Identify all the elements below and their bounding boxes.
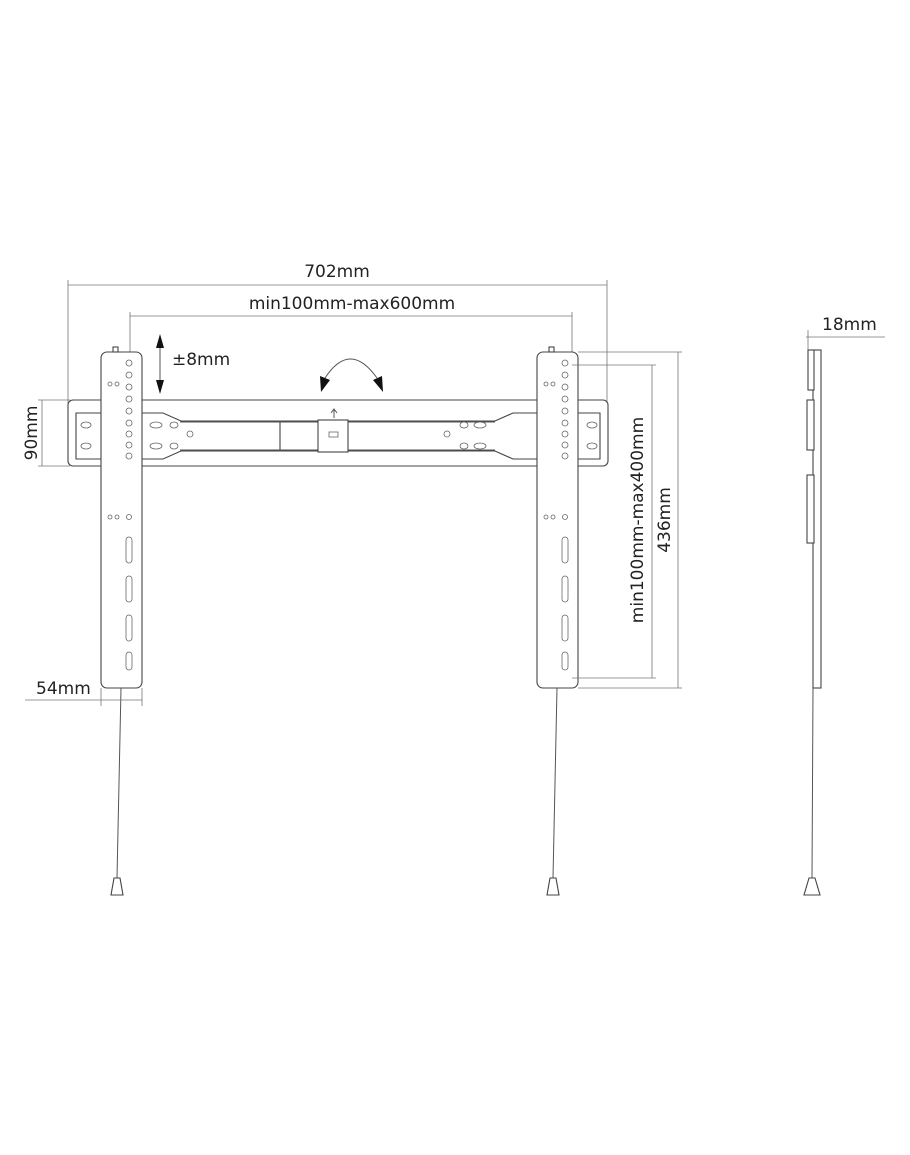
plate-height-label: 90mm bbox=[22, 406, 42, 461]
right-tv-arm bbox=[536, 346, 579, 896]
plate-height-dimension: 90mm bbox=[22, 399, 70, 467]
side-view: 18mm bbox=[803, 315, 885, 896]
arm-length-label: 436mm bbox=[655, 487, 675, 553]
wall-plate bbox=[67, 399, 609, 467]
arm-width-label: 54mm bbox=[36, 679, 91, 699]
vesa-horizontal-dimension: min100mm-max600mm bbox=[129, 294, 573, 370]
arm-width-dimension: 54mm bbox=[25, 679, 143, 706]
vesa-vertical-dimension: min100mm-max400mm bbox=[572, 364, 656, 679]
vesa-horizontal-label: min100mm-max600mm bbox=[249, 294, 455, 314]
arm-length-dimension: 436mm bbox=[578, 351, 682, 689]
height-adjust-indicator bbox=[156, 334, 164, 394]
left-tv-arm bbox=[100, 346, 143, 896]
height-adjust-label: ±8mm bbox=[172, 350, 231, 370]
vesa-vertical-label: min100mm-max400mm bbox=[628, 417, 648, 623]
overall-width-label: 702mm bbox=[304, 262, 370, 282]
tilt-rotation-arrow-icon bbox=[320, 358, 383, 392]
wall-distance-label: 18mm bbox=[822, 315, 877, 335]
plate-slots bbox=[80, 421, 598, 450]
overall-width-dimension: 702mm bbox=[67, 262, 608, 405]
